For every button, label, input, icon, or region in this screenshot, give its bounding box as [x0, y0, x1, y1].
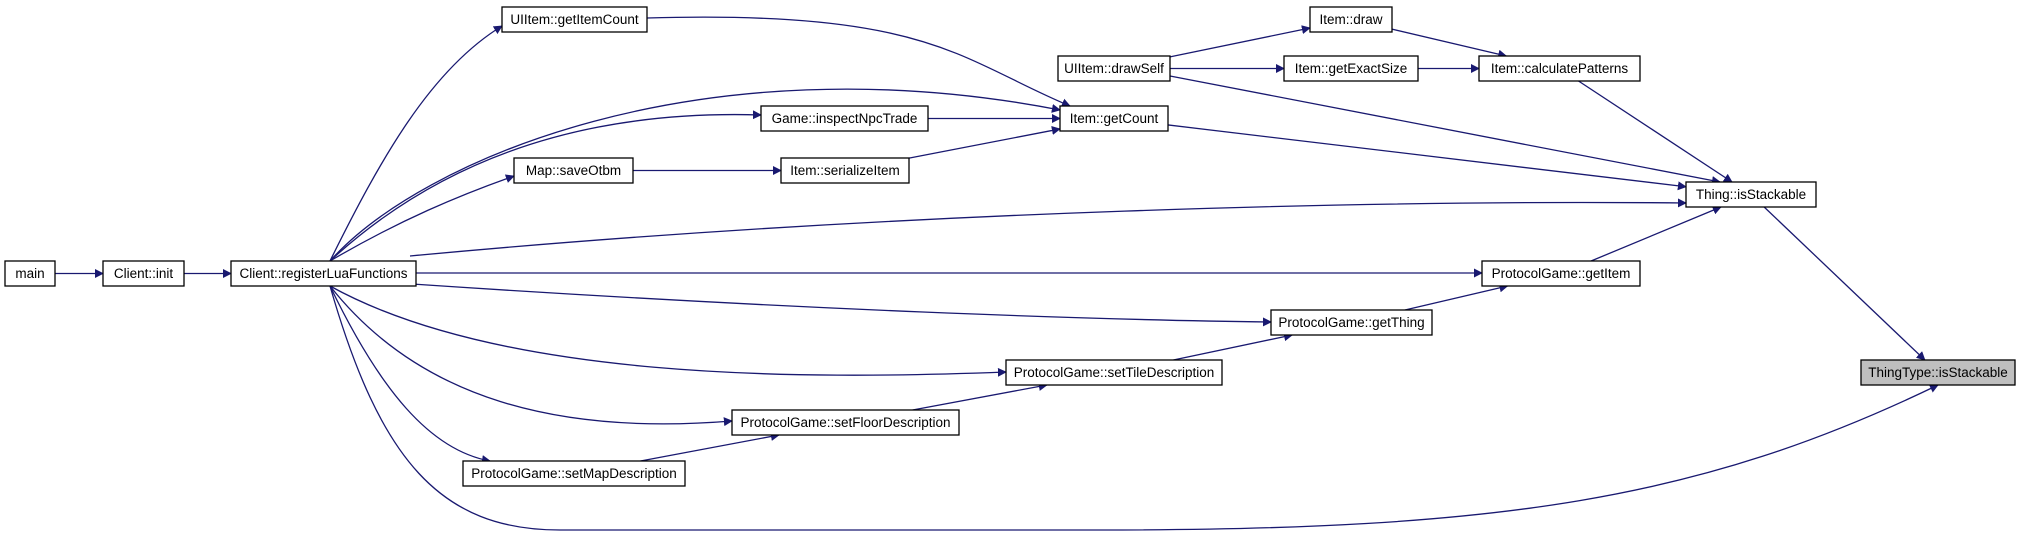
node-box — [1481, 260, 1641, 287]
edge-reg-to-tis — [409, 198, 1687, 257]
edge-igc-to-tis — [1167, 124, 1687, 191]
edge-pggi-to-tis — [1590, 205, 1722, 262]
node-init[interactable]: Client::init — [102, 260, 185, 287]
node-label: UIItem::drawSelf — [1064, 61, 1164, 76]
node-label: ProtocolGame::setMapDescription — [471, 466, 677, 481]
node-label: Item::serializeItem — [790, 163, 900, 178]
edge-reg-to-gint — [329, 110, 762, 262]
node-box — [1283, 55, 1419, 82]
edge-pgsfd-to-pgstd — [912, 382, 1048, 411]
edge-uigic-to-igc — [646, 16, 1071, 108]
node-mso[interactable]: Map::saveOtbm — [513, 157, 634, 184]
edge-reg-to-uigic — [329, 25, 503, 262]
node-tis[interactable]: Thing::isStackable — [1685, 181, 1817, 208]
node-reg[interactable]: Client::registerLuaFunctions — [230, 260, 417, 287]
node-label: Map::saveOtbm — [526, 163, 621, 178]
edge-reg-to-igc — [329, 88, 1061, 262]
node-box — [501, 6, 648, 33]
node-label: ThingType::isStackable — [1868, 365, 2008, 380]
node-box — [1270, 309, 1433, 336]
edge-icp-to-tis — [1578, 80, 1733, 183]
node-box — [230, 260, 417, 287]
node-pggi[interactable]: ProtocolGame::getItem — [1481, 260, 1641, 287]
node-label: Item::getCount — [1070, 111, 1159, 126]
node-label: Item::getExactSize — [1295, 61, 1408, 76]
edge-reg-to-ttis — [329, 285, 1939, 531]
node-ttis[interactable]: ThingType::isStackable — [1860, 359, 2016, 386]
node-box — [1478, 55, 1641, 82]
edge-isi-to-igc — [908, 126, 1061, 159]
node-box — [1005, 359, 1223, 386]
node-box — [4, 260, 56, 287]
nodes-layer: main Client::init Client::registerLuaFunct… — [4, 6, 2016, 487]
node-box — [1860, 359, 2016, 386]
node-label: ProtocolGame::setFloorDescription — [740, 415, 950, 430]
edges-layer — [55, 16, 1939, 531]
node-pgsmd[interactable]: ProtocolGame::setMapDescription — [462, 460, 686, 487]
node-box — [102, 260, 185, 287]
edge-idraw-to-icp — [1391, 28, 1508, 59]
node-idraw[interactable]: Item::draw — [1309, 6, 1393, 33]
edge-uids-to-tis — [1169, 75, 1721, 185]
node-label: ProtocolGame::getThing — [1278, 315, 1424, 330]
node-pgsfd[interactable]: ProtocolGame::setFloorDescription — [731, 409, 960, 436]
edge-reg-to-pggt — [411, 283, 1272, 327]
node-box — [1309, 6, 1393, 33]
node-label: Game::inspectNpcTrade — [772, 111, 918, 126]
node-label: Client::init — [114, 266, 174, 281]
node-label: ProtocolGame::getItem — [1492, 266, 1631, 281]
edge-reg-to-pgsfd — [329, 285, 733, 427]
node-label: main — [15, 266, 44, 281]
node-pgstd[interactable]: ProtocolGame::setTileDescription — [1005, 359, 1223, 386]
node-icp[interactable]: Item::calculatePatterns — [1478, 55, 1641, 82]
node-main[interactable]: main — [4, 260, 56, 287]
node-box — [1057, 55, 1171, 82]
node-gint[interactable]: Game::inspectNpcTrade — [760, 105, 929, 132]
edge-reg-to-pgstd — [329, 285, 1007, 377]
node-label: Item::draw — [1319, 12, 1382, 27]
node-box — [731, 409, 960, 436]
node-label: Item::calculatePatterns — [1491, 61, 1629, 76]
node-igc[interactable]: Item::getCount — [1059, 105, 1169, 132]
node-box — [1059, 105, 1169, 132]
node-label: Client::registerLuaFunctions — [239, 266, 407, 281]
edge-tis-to-ttis — [1763, 206, 1926, 361]
edge-reg-to-mso — [329, 174, 515, 262]
node-box — [780, 157, 910, 184]
node-uigic[interactable]: UIItem::getItemCount — [501, 6, 648, 33]
node-isi[interactable]: Item::serializeItem — [780, 157, 910, 184]
node-pggt[interactable]: ProtocolGame::getThing — [1270, 309, 1433, 336]
edge-pgstd-to-pggt — [1173, 332, 1294, 361]
edge-reg-to-pgsmd — [329, 285, 491, 464]
edge-uids-to-idraw — [1169, 25, 1311, 58]
node-box — [462, 460, 686, 487]
node-label: Thing::isStackable — [1696, 187, 1806, 202]
node-iges[interactable]: Item::getExactSize — [1283, 55, 1419, 82]
node-box — [513, 157, 634, 184]
edge-pggt-to-pggi — [1404, 283, 1509, 311]
node-uids[interactable]: UIItem::drawSelf — [1057, 55, 1171, 82]
node-box — [760, 105, 929, 132]
node-label: UIItem::getItemCount — [510, 12, 639, 27]
edge-pgsmd-to-pgsfd — [640, 432, 780, 462]
node-box — [1685, 181, 1817, 208]
node-label: ProtocolGame::setTileDescription — [1014, 365, 1215, 380]
